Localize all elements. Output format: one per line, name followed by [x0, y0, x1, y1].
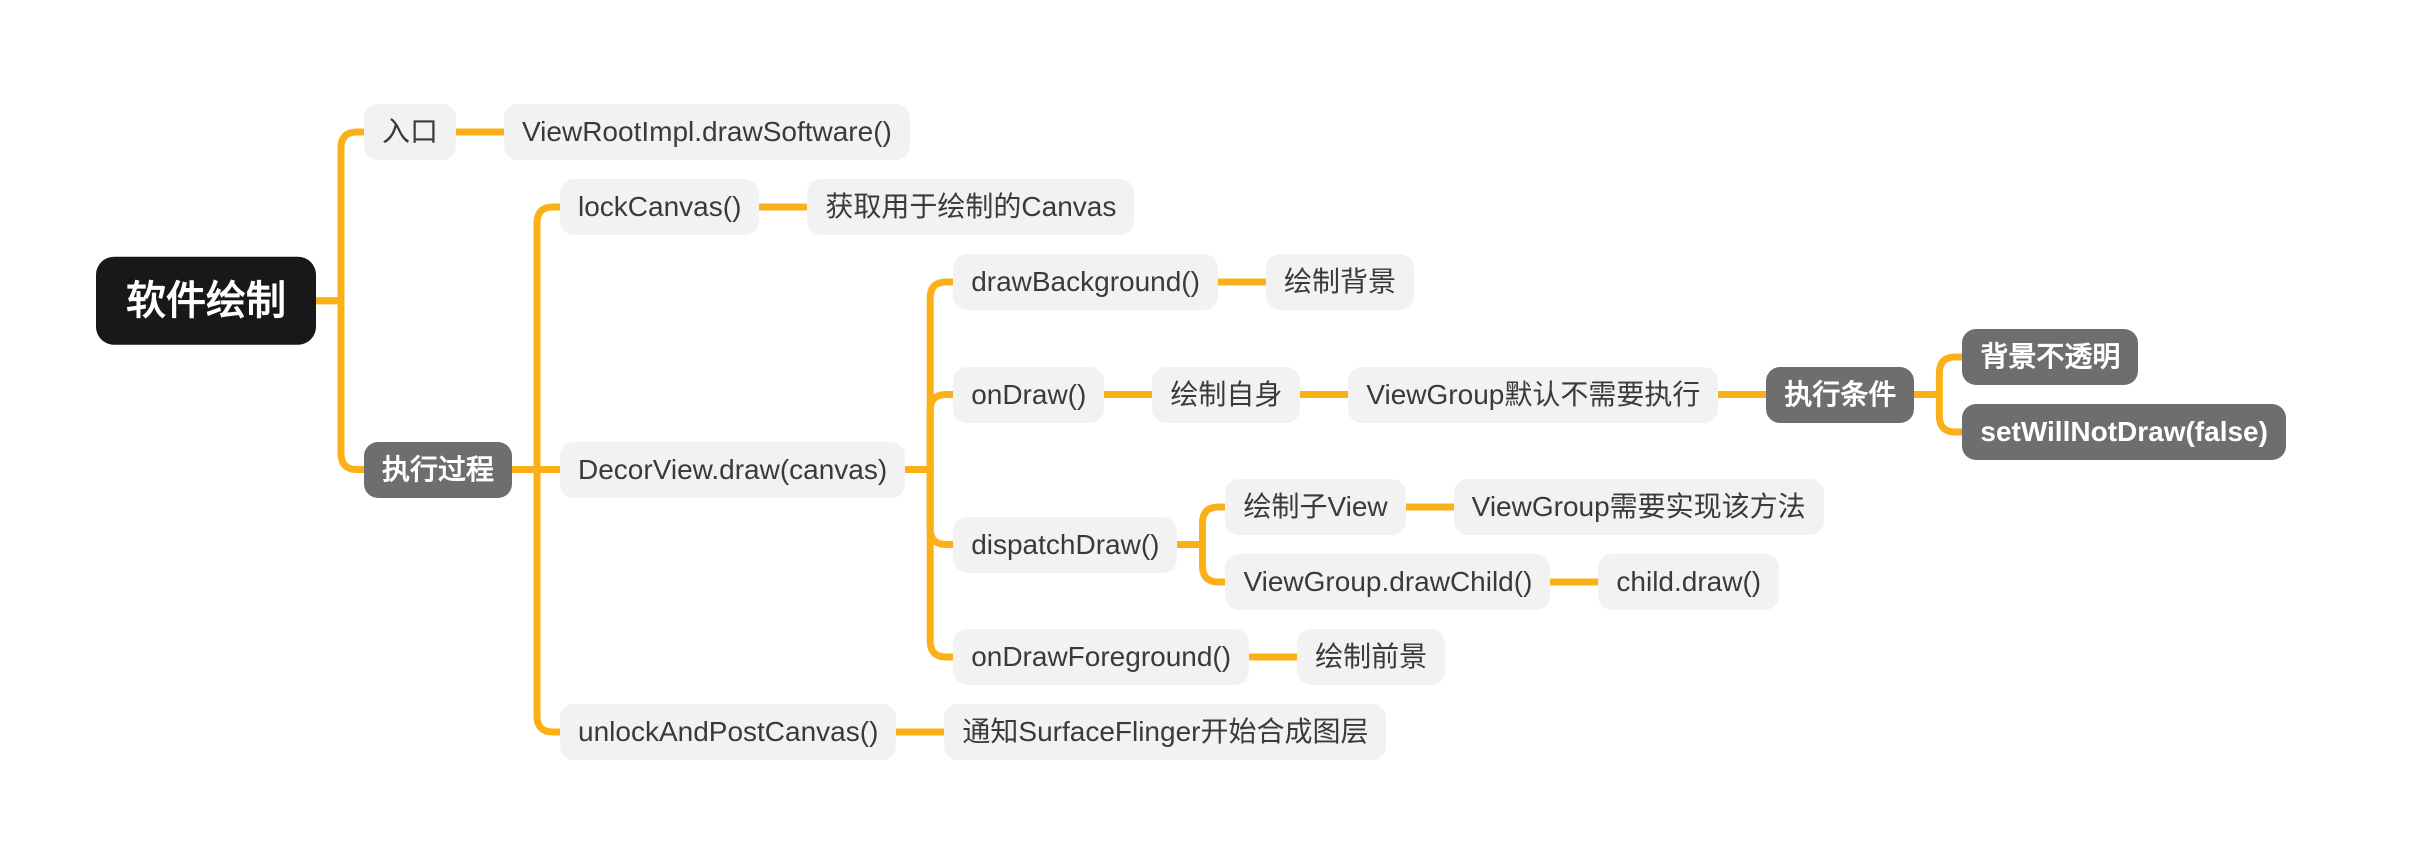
mindmap-children-column: 执行条件背景不透明 setWillNotDraw(false)	[1766, 329, 2286, 460]
mindmap-subtree: ViewGroup.drawChild() child.draw()	[1225, 554, 1780, 610]
mindmap-subtree: 背景不透明	[1962, 329, 2139, 385]
mindmap-node[interactable]: onDraw()	[953, 366, 1105, 423]
mindmap-subtree: 软件绘制 入口 ViewRootImpl.drawSoftware() 执行过程 loc…	[96, 104, 2286, 760]
mindmap-children-column: 绘制背景	[1265, 254, 1414, 310]
mindmap-tree: 软件绘制 入口 ViewRootImpl.drawSoftware() 执行过程 loc…	[96, 0, 2286, 864]
mindmap-node[interactable]: ViewGroup默认不需要执行	[1348, 366, 1719, 423]
mindmap-subtree: ViewRootImpl.drawSoftware()	[504, 104, 910, 160]
mindmap-subtree: 执行条件背景不透明 setWillNotDraw(false)	[1766, 329, 2286, 460]
mindmap-children-column: ViewGroup默认不需要执行执行条件背景不透明 setWillNotDraw(…	[1348, 329, 2286, 460]
mindmap-node[interactable]: 绘制子View	[1225, 479, 1406, 535]
mindmap-node[interactable]: 背景不透明	[1962, 329, 2139, 385]
mindmap-node[interactable]: child.draw()	[1598, 554, 1780, 610]
mindmap-subtree: unlockAndPostCanvas() 通知SurfaceFlinger开始合…	[560, 704, 1387, 760]
mindmap-children-column: 入口 ViewRootImpl.drawSoftware() 执行过程 lockCan…	[364, 104, 2286, 760]
mindmap-node[interactable]: 执行条件	[1766, 366, 1915, 423]
mindmap-node[interactable]: ViewGroup.drawChild()	[1225, 554, 1551, 610]
mindmap-node[interactable]: ViewRootImpl.drawSoftware()	[504, 104, 910, 160]
mindmap-children-column: 绘制自身 ViewGroup默认不需要执行执行条件背景不透明 setWillNotD…	[1152, 329, 2286, 460]
mindmap-subtree: drawBackground() 绘制背景	[953, 254, 1414, 310]
mindmap-subtree: 绘制前景	[1297, 629, 1446, 685]
mindmap-subtree: dispatchDraw() 绘制子View ViewGroup需要实现该方法 Vie…	[953, 479, 1824, 610]
mindmap-node[interactable]: drawBackground()	[953, 254, 1218, 310]
mindmap-node[interactable]: 执行过程	[364, 441, 513, 498]
mindmap-subtree: DecorView.draw(canvas) drawBackground() 绘制…	[560, 254, 2286, 685]
mindmap-subtree: 入口 ViewRootImpl.drawSoftware()	[364, 104, 910, 160]
mindmap-node[interactable]: DecorView.draw(canvas)	[560, 441, 906, 498]
mindmap-node[interactable]: onDrawForeground()	[953, 629, 1250, 685]
mindmap-subtree: ViewGroup默认不需要执行执行条件背景不透明 setWillNotDraw(…	[1348, 329, 2286, 460]
mindmap-children-column: ViewGroup需要实现该方法	[1453, 479, 1824, 535]
mindmap-children-column: 通知SurfaceFlinger开始合成图层	[944, 704, 1387, 760]
mindmap-subtree: 绘制子View ViewGroup需要实现该方法	[1225, 479, 1824, 535]
mindmap-subtree: child.draw()	[1598, 554, 1780, 610]
mindmap-subtree: onDraw() 绘制自身 ViewGroup默认不需要执行执行条件背景不透明 set…	[953, 329, 2286, 460]
mindmap-subtree: ViewGroup需要实现该方法	[1453, 479, 1824, 535]
mindmap-node[interactable]: 通知SurfaceFlinger开始合成图层	[944, 704, 1387, 760]
mindmap-root-node[interactable]: 软件绘制	[96, 256, 316, 345]
mindmap-node[interactable]: setWillNotDraw(false)	[1962, 404, 2286, 460]
mindmap-node[interactable]: 获取用于绘制的Canvas	[807, 179, 1135, 235]
mindmap-node[interactable]: lockCanvas()	[560, 179, 760, 235]
mindmap-subtree: lockCanvas() 获取用于绘制的Canvas	[560, 179, 1135, 235]
mindmap-children-column: 绘制子View ViewGroup需要实现该方法 ViewGroup.drawChi…	[1225, 479, 1824, 610]
mindmap-children-column: drawBackground() 绘制背景 onDraw() 绘制自身 ViewGrou…	[953, 254, 2286, 685]
mindmap-children-column: child.draw()	[1598, 554, 1780, 610]
mindmap-node[interactable]: 绘制前景	[1297, 629, 1446, 685]
mindmap-children-column: ViewRootImpl.drawSoftware()	[504, 104, 910, 160]
mindmap-node[interactable]: 绘制自身	[1152, 366, 1301, 423]
mindmap-subtree: setWillNotDraw(false)	[1962, 404, 2286, 460]
mindmap-node[interactable]: unlockAndPostCanvas()	[560, 704, 897, 760]
mindmap-node[interactable]: 绘制背景	[1265, 254, 1414, 310]
mindmap-node[interactable]: dispatchDraw()	[953, 516, 1178, 573]
mindmap-children-column: 获取用于绘制的Canvas	[807, 179, 1135, 235]
mindmap-subtree: 绘制背景	[1265, 254, 1414, 310]
mindmap-subtree: 通知SurfaceFlinger开始合成图层	[944, 704, 1387, 760]
mindmap-subtree: 绘制自身 ViewGroup默认不需要执行执行条件背景不透明 setWillNotD…	[1152, 329, 2286, 460]
mindmap-children-column: 背景不透明 setWillNotDraw(false)	[1962, 329, 2286, 460]
mindmap-subtree: onDrawForeground() 绘制前景	[953, 629, 1446, 685]
mindmap-node[interactable]: ViewGroup需要实现该方法	[1453, 479, 1824, 535]
mindmap-node[interactable]: 入口	[364, 104, 457, 160]
mindmap-children-column: 绘制前景	[1297, 629, 1446, 685]
mindmap-subtree: 获取用于绘制的Canvas	[807, 179, 1135, 235]
